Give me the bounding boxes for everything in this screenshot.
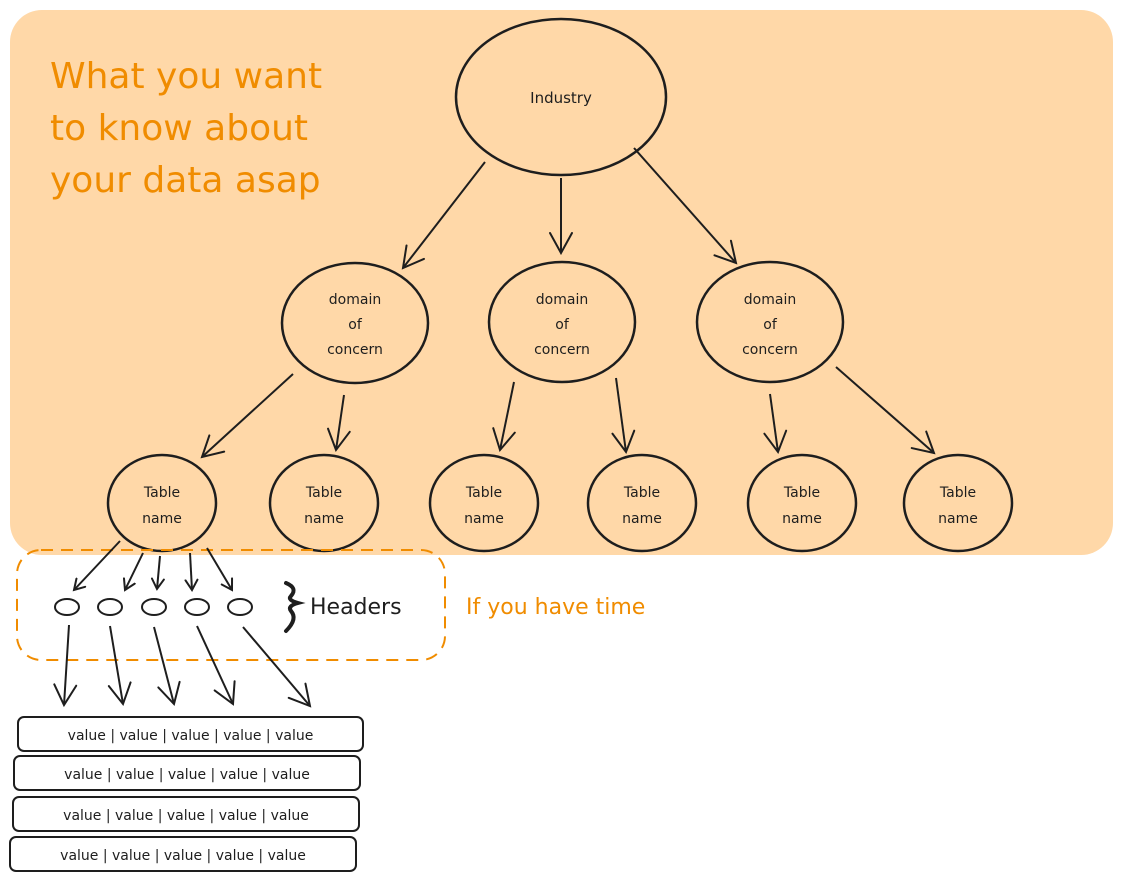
table-label: name (464, 511, 504, 527)
value-row-text: value | value | value | value | value (64, 767, 310, 783)
edge-arrow (196, 625, 236, 706)
domain-label: concern (742, 342, 798, 358)
header-oval (141, 598, 167, 616)
edge-arrow (184, 552, 199, 592)
value-row: value | value | value | value | value (13, 755, 361, 791)
table-label: Table (783, 485, 820, 501)
industry-node: Industry (454, 17, 668, 177)
header-oval (227, 598, 253, 616)
table-node: Table name (586, 453, 698, 553)
header-oval (54, 598, 80, 616)
value-row-text: value | value | value | value | value (63, 808, 309, 824)
table-label: name (938, 511, 978, 527)
header-oval (97, 598, 123, 616)
table-label: Table (939, 485, 976, 501)
optional-label: If you have time (466, 595, 645, 620)
value-row: value | value | value | value | value (9, 836, 357, 872)
value-row: value | value | value | value | value (17, 716, 364, 752)
edge-arrow (492, 381, 516, 453)
edge-arrow (150, 555, 165, 591)
domain-label: domain (536, 292, 588, 308)
table-label: name (622, 511, 662, 527)
edge-arrow (107, 625, 132, 707)
edge-arrow (401, 161, 486, 270)
edge-arrow (153, 626, 181, 707)
table-label: name (782, 511, 822, 527)
table-node: Table name (902, 453, 1014, 553)
title-line: your data asap (50, 160, 321, 201)
domain-label: of (555, 317, 570, 333)
value-rows: value | value | value | value | value val… (9, 716, 364, 872)
edge-arrow (200, 373, 294, 459)
root-edges (401, 147, 738, 270)
domain-node: domain of concern (695, 260, 845, 384)
edge-arrow (53, 624, 78, 708)
value-row: value | value | value | value | value (12, 796, 360, 832)
value-row-text: value | value | value | value | value (60, 848, 306, 864)
edge-arrow (206, 547, 234, 592)
header-ovals (54, 598, 253, 616)
industry-label: Industry (530, 89, 592, 107)
edge-arrow (242, 626, 312, 708)
domain-label: of (348, 317, 363, 333)
brace-icon (284, 581, 306, 633)
edge-arrow (122, 552, 144, 592)
optional-region (16, 549, 446, 661)
table-node: Table name (746, 453, 858, 553)
title-line: to know about (50, 108, 308, 149)
table-node: Table name (268, 453, 380, 553)
table-nodes: TablenameTablenameTablenameTablenameTabl… (106, 453, 1014, 553)
priority-panel (10, 10, 1113, 555)
domain-label: domain (744, 292, 796, 308)
table-label: name (142, 511, 182, 527)
domain-label: domain (329, 292, 381, 308)
table-label: Table (623, 485, 660, 501)
edge-arrow (633, 147, 738, 265)
edge-arrow (72, 540, 121, 592)
edge-arrow (326, 394, 351, 453)
table-node: Table name (428, 453, 540, 553)
edge-arrow (835, 366, 936, 455)
edge-arrow (611, 377, 636, 455)
domain-edges (200, 366, 936, 459)
domain-node: domain of concern (280, 261, 430, 385)
panel-title: What you want to know about your data as… (50, 56, 322, 201)
header-oval (184, 598, 210, 616)
headers-label: Headers (310, 595, 402, 620)
header-to-value-edges (53, 624, 312, 708)
edge-arrow (763, 393, 788, 455)
table-label: name (304, 511, 344, 527)
domain-node: domain of concern (487, 260, 637, 384)
domain-label: concern (327, 342, 383, 358)
title-line: What you want (50, 56, 322, 97)
domain-label: concern (534, 342, 590, 358)
domain-label: of (763, 317, 778, 333)
value-row-text: value | value | value | value | value (68, 728, 314, 744)
table-label: Table (143, 485, 180, 501)
table-to-header-edges (72, 540, 234, 592)
table-label: Table (305, 485, 342, 501)
table-label: Table (465, 485, 502, 501)
